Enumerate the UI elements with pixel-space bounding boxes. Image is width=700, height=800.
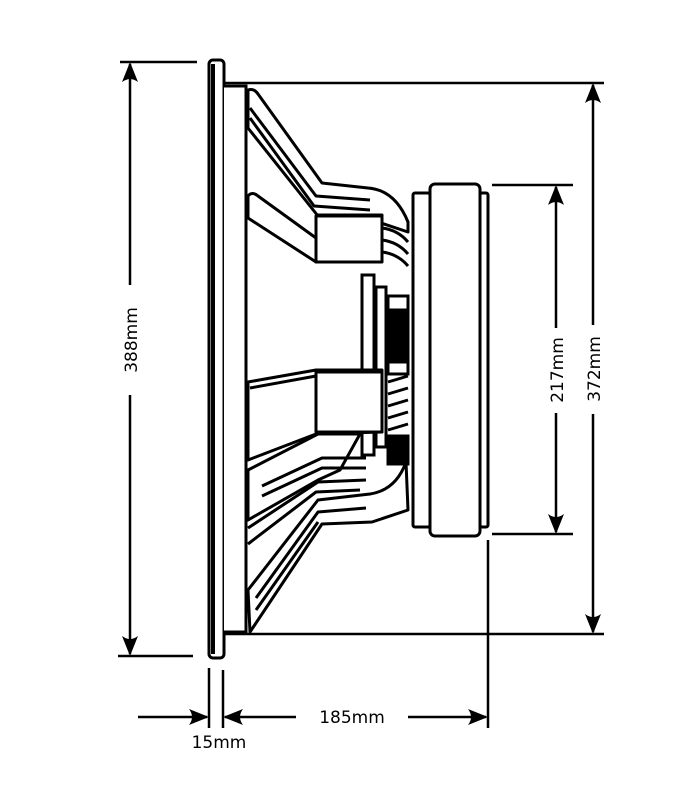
magnet-assembly — [411, 182, 490, 538]
dimension-depth — [138, 540, 490, 728]
basket-frame — [224, 84, 248, 634]
dimension-overall-height — [118, 60, 197, 658]
magnet-diameter-label: 217mm — [548, 337, 568, 403]
overall-height-label: 388mm — [122, 307, 142, 373]
voice-coil-assembly — [360, 273, 410, 466]
basket-height-label: 372mm — [585, 336, 605, 402]
basket-reference-lines — [224, 81, 604, 636]
front-flange — [207, 58, 226, 660]
dimension-magnet-diameter — [492, 183, 573, 536]
flange-thickness-label: 15mm — [192, 733, 247, 753]
lower-basket-arms — [246, 432, 410, 634]
upper-basket-arms — [246, 88, 410, 267]
middle-cone-block — [246, 368, 384, 462]
depth-label: 185mm — [319, 708, 385, 728]
